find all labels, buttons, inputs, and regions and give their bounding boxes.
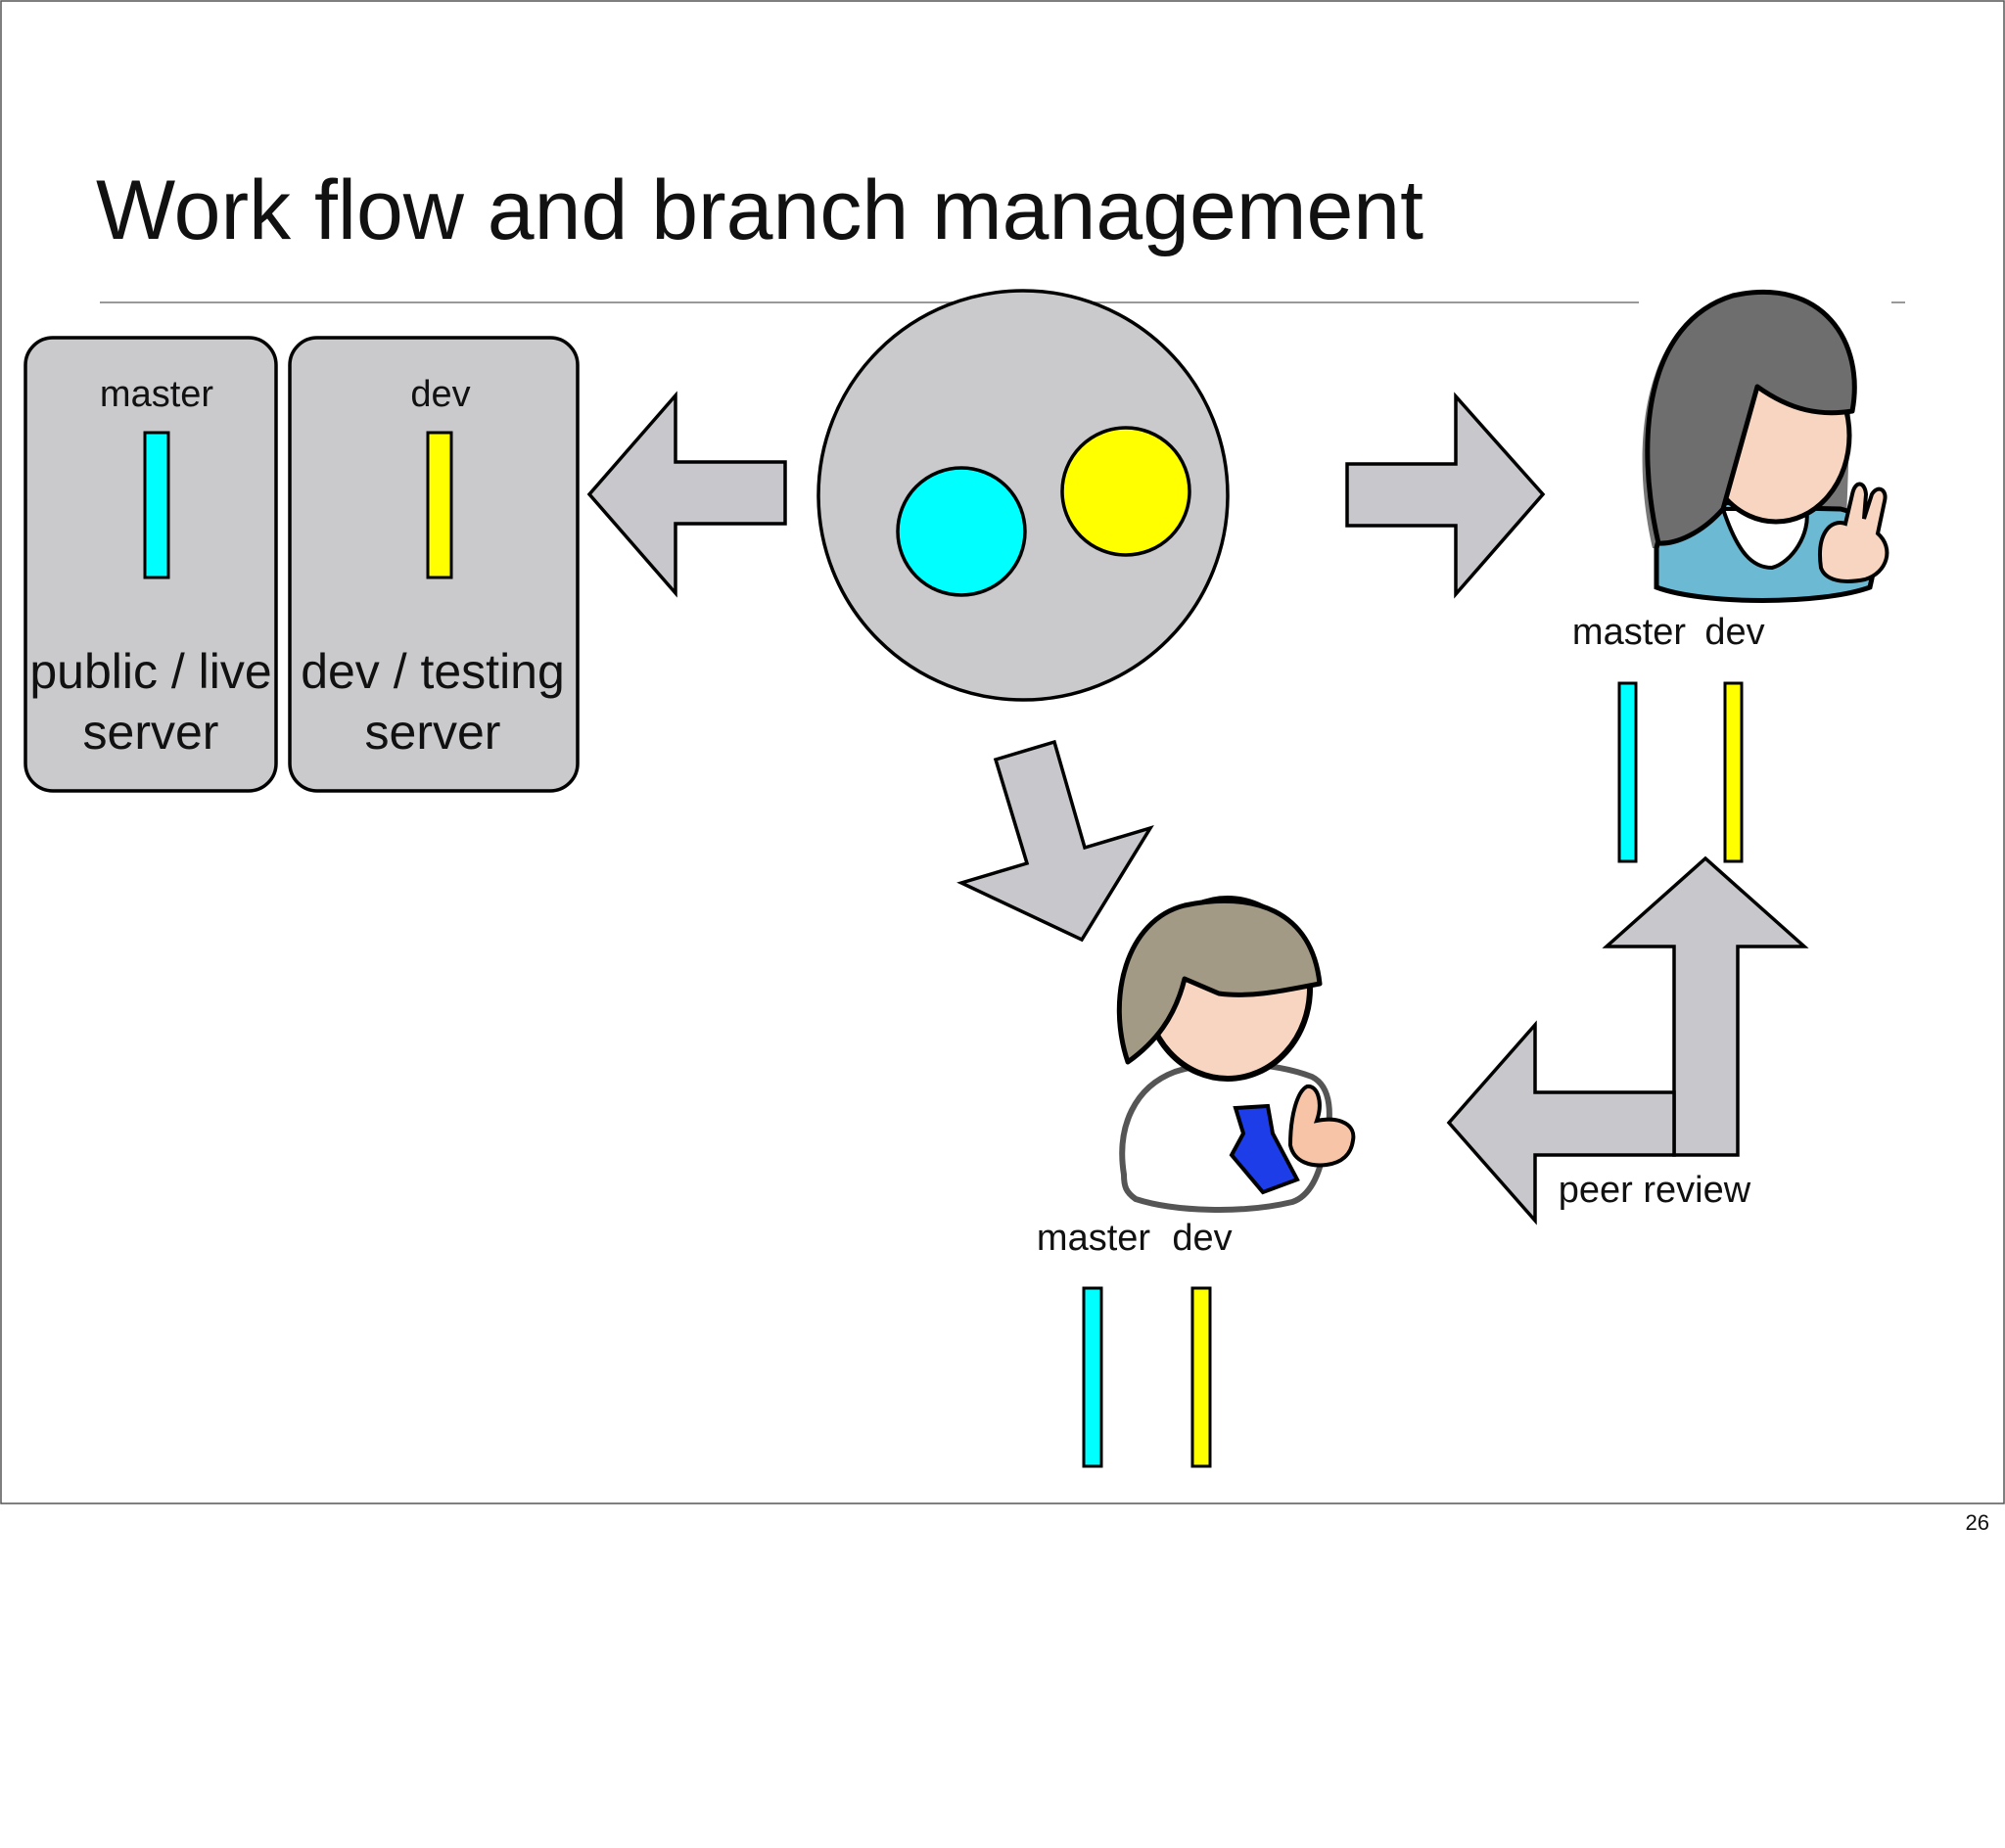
server-dev: dev dev / testing server xyxy=(288,336,580,793)
male-developer-icon xyxy=(1116,896,1356,1213)
server-live: master public / live server xyxy=(23,336,278,793)
slide-title: Work flow and branch management xyxy=(96,163,1423,257)
server-dev-name-line2: server xyxy=(365,705,501,760)
server-live-name-line2: server xyxy=(83,705,219,760)
server-dev-name-line1: dev / testing xyxy=(301,644,565,699)
female-developer-master-label: master xyxy=(1572,612,1686,653)
arrow-left-icon xyxy=(586,391,787,598)
server-dev-dev-bar xyxy=(426,431,453,579)
male-developer-dev-bar xyxy=(1190,1286,1212,1468)
central-repository-dev-dot xyxy=(1060,426,1191,557)
central-repository-circle xyxy=(816,289,1230,702)
central-repository-master-dot xyxy=(896,466,1027,597)
male-developer-dev-label: dev xyxy=(1172,1218,1232,1259)
female-developer-icon xyxy=(1642,289,1889,603)
server-live-master-bar xyxy=(143,431,170,579)
male-developer-master-bar xyxy=(1082,1286,1103,1468)
server-live-name-line1: public / live xyxy=(29,644,271,699)
female-developer-dev-bar xyxy=(1723,681,1744,863)
arrow-down-icon xyxy=(956,739,1154,943)
peer-review-label: peer review xyxy=(1559,1170,1751,1211)
server-dev-branch-label: dev xyxy=(410,374,470,415)
arrow-up-icon xyxy=(1602,855,1809,1157)
arrow-right-icon xyxy=(1345,392,1546,599)
female-developer-master-bar xyxy=(1617,681,1638,863)
central-repository xyxy=(816,289,1230,702)
female-developer-dev-label: dev xyxy=(1704,612,1764,653)
arrow-left-icon xyxy=(1446,1020,1676,1225)
page-number: 26 xyxy=(1966,1510,1989,1535)
server-live-branch-label: master xyxy=(100,374,213,415)
male-developer-master-label: master xyxy=(1037,1218,1150,1259)
